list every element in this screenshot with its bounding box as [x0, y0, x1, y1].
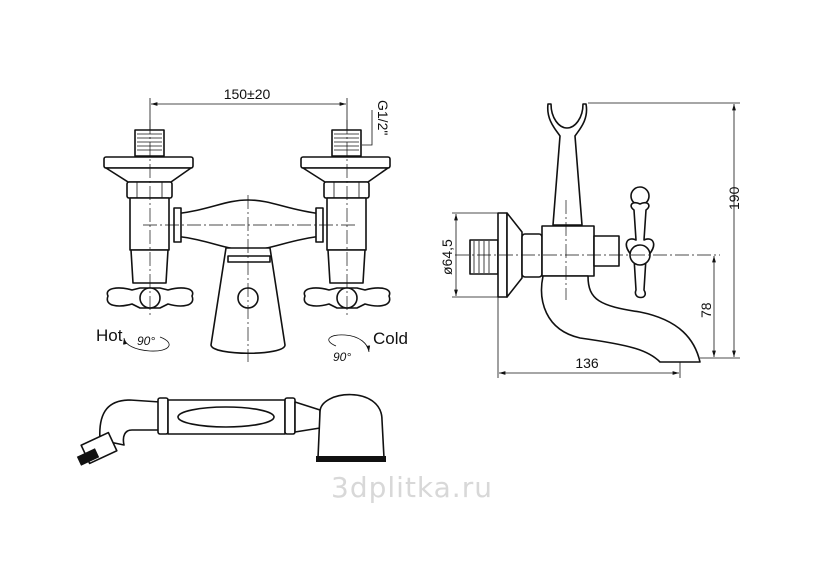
flange-diameter-dimension-label: ø64,5 [439, 239, 455, 275]
center-spout [210, 195, 286, 362]
cold-label: Cold [373, 329, 408, 348]
spacing-dimension: 150±20 [149, 86, 348, 130]
hot-angle-label: 90° [137, 334, 155, 348]
height-dimension-label: 190 [726, 186, 742, 210]
crossbar [143, 199, 355, 251]
cold-rotation-arrow-icon [328, 334, 371, 353]
thread-dimension-label: G1/2" [375, 100, 391, 135]
depth-dimension-label: 136 [575, 355, 599, 371]
cold-angle-label: 90° [333, 350, 351, 364]
hand-shower [76, 393, 386, 466]
hot-rotation-arrow-icon [123, 336, 170, 352]
hot-valve [103, 120, 194, 318]
side-view: 190 78 136 ø64,5 [439, 102, 742, 378]
thread-dimension: G1/2" [362, 100, 391, 146]
watermark: 3dplitka.ru [331, 471, 493, 504]
spacing-dimension-label: 150±20 [224, 86, 271, 102]
hot-label: Hot [96, 326, 123, 345]
front-view: 150±20 G1/2" [96, 86, 408, 364]
spout-height-dimension-label: 78 [698, 302, 714, 318]
